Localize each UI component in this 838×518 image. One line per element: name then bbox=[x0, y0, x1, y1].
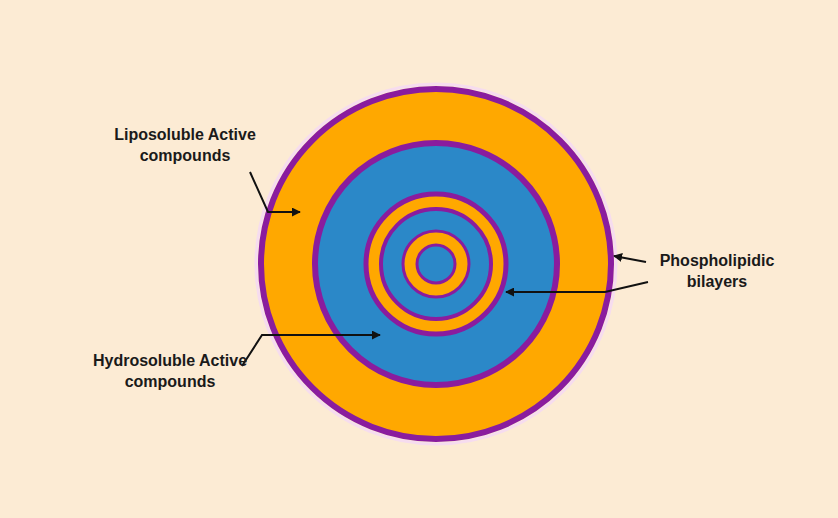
lipid-ring bbox=[366, 194, 506, 334]
leader-arrow bbox=[250, 172, 300, 212]
outer-halo bbox=[256, 84, 616, 444]
leader-arrow bbox=[242, 335, 380, 366]
leader-arrow bbox=[614, 256, 646, 262]
aqueous-ring bbox=[381, 209, 491, 319]
leader-arrow bbox=[506, 282, 648, 292]
lipid-ring bbox=[261, 89, 611, 439]
callout-label: Liposoluble Active compounds bbox=[105, 124, 265, 166]
aqueous-core bbox=[417, 245, 455, 283]
callout-label: Phospholipidic bilayers bbox=[652, 250, 782, 292]
lipid-ring bbox=[403, 231, 469, 297]
callout-label: Hydrosoluble Active compounds bbox=[90, 350, 250, 392]
aqueous-ring bbox=[315, 143, 557, 385]
